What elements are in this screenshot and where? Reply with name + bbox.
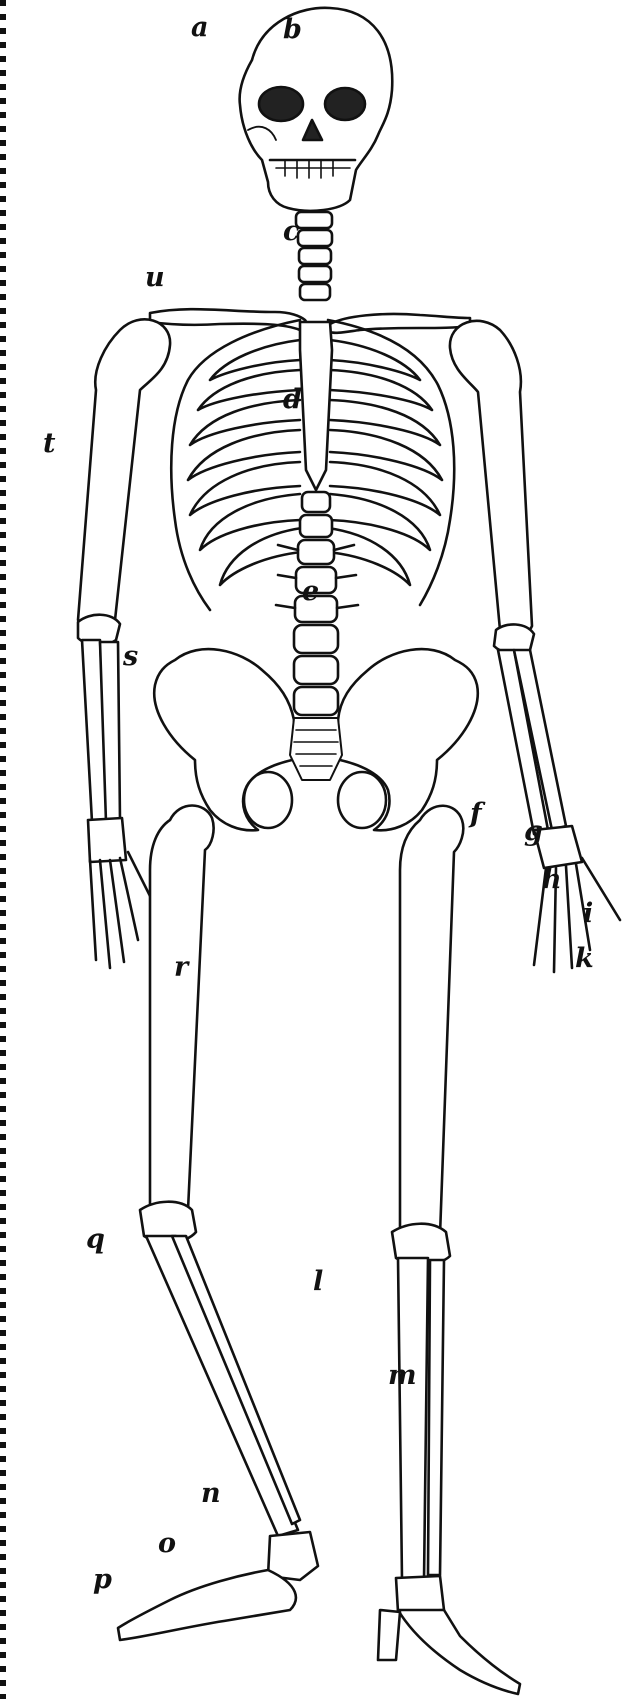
label-e: e: [302, 578, 319, 605]
label-q: q: [86, 1226, 105, 1253]
label-i: i: [583, 900, 593, 927]
label-m: m: [388, 1362, 417, 1389]
plate-edge: [0, 0, 6, 1699]
label-g: g: [524, 818, 543, 845]
label-a: a: [191, 14, 209, 41]
label-c: c: [283, 218, 299, 245]
left-arm: [450, 321, 620, 972]
label-f: f: [470, 800, 482, 827]
label-o: o: [158, 1530, 176, 1557]
sternum: [300, 322, 332, 490]
label-d: d: [283, 386, 302, 413]
label-p: p: [93, 1566, 112, 1593]
clavicle: [150, 309, 310, 330]
skull: [240, 8, 393, 211]
label-n: n: [201, 1480, 221, 1507]
label-h: h: [542, 866, 562, 893]
label-s: s: [123, 643, 138, 670]
label-u: u: [145, 264, 165, 291]
label-l: l: [313, 1268, 323, 1295]
label-r: r: [174, 954, 188, 981]
label-k: k: [575, 945, 594, 972]
right-leg: [118, 806, 318, 1641]
cervical-vertebrae: [296, 212, 332, 300]
left-leg: [378, 806, 520, 1694]
label-b: b: [283, 16, 302, 43]
label-t: t: [43, 430, 55, 457]
